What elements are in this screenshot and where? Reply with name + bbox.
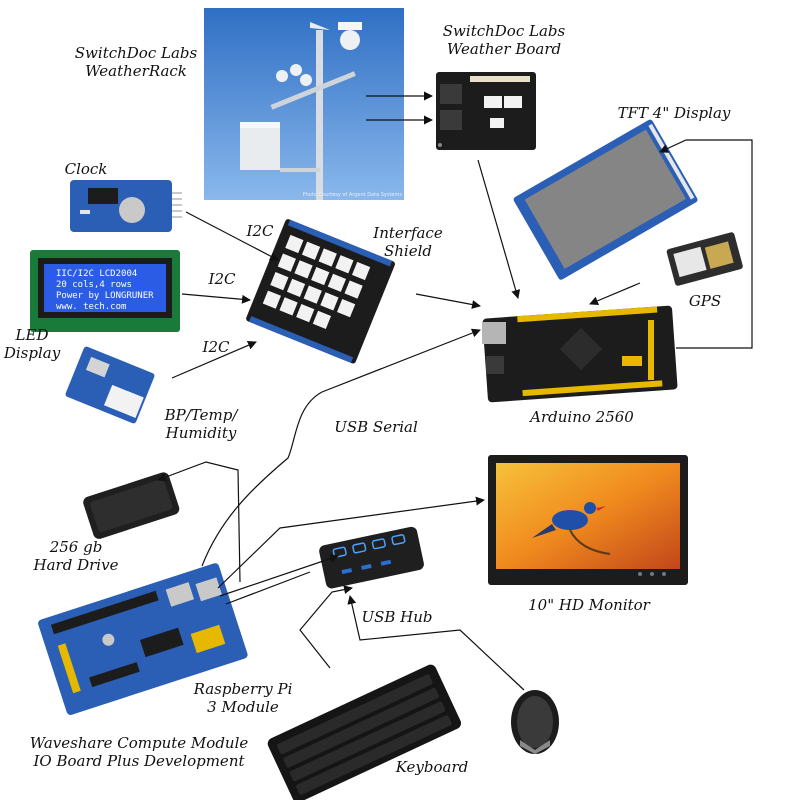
wire-pi-harddrive xyxy=(157,461,241,583)
label-arduino: Arduino 2560 xyxy=(530,408,634,426)
gps-image xyxy=(666,232,743,286)
label-i2c-bp: I2C xyxy=(202,338,230,356)
monitor-image xyxy=(488,455,688,585)
label-hard-drive-line-2: Hard Drive xyxy=(33,556,119,574)
connections xyxy=(157,91,753,691)
wire-arduino-tft xyxy=(659,139,753,349)
arduino-image xyxy=(482,305,678,403)
clock-image xyxy=(70,180,182,232)
label-tft-display: TFT 4" Display xyxy=(617,104,731,122)
lcd-line-3: Power by LONGRUNER xyxy=(56,291,154,301)
wire-keyboard-hub xyxy=(299,585,353,669)
label-weatherrack: SwitchDoc Labs WeatherRack xyxy=(48,44,224,80)
label-weather-board-line-2: Weather Board xyxy=(446,40,562,58)
label-led-display: LED Display xyxy=(0,326,64,362)
weatherrack-photo: Photo Courtesy of Argent Data Systems xyxy=(204,8,404,200)
label-weatherrack-line-2: WeatherRack xyxy=(85,62,187,80)
lcd-line-1: IIC/I2C LCD2004 xyxy=(56,269,137,279)
label-bp-line-1: BP/Temp/ xyxy=(164,406,238,424)
wire-pi-hub xyxy=(219,554,339,597)
label-gps: GPS xyxy=(688,292,722,310)
photo-caption: Photo Courtesy of Argent Data Systems xyxy=(303,192,403,198)
label-monitor: 10" HD Monitor xyxy=(528,596,650,614)
label-weather-board: SwitchDoc Labs Weather Board xyxy=(414,22,594,58)
label-i2c-led: I2C xyxy=(208,270,236,288)
label-weather-board-line-1: SwitchDoc Labs xyxy=(442,22,566,40)
label-waveshare: Waveshare Compute Module IO Board Plus D… xyxy=(6,734,272,770)
label-bp-line-2: Humidity xyxy=(165,424,237,442)
wire-shield-arduino xyxy=(415,293,481,309)
wire-pi-monitor xyxy=(217,496,485,589)
label-interface-shield: Interface Shield xyxy=(360,224,456,260)
weather-board-image xyxy=(436,72,536,150)
hard-drive-image xyxy=(83,472,180,539)
label-interface-shield-line-2: Shield xyxy=(383,242,432,260)
wire-pi-hub-2 xyxy=(225,571,311,605)
label-interface-shield-line-1: Interface xyxy=(373,224,443,242)
mouse-image xyxy=(511,690,559,754)
label-clock: Clock xyxy=(64,160,108,178)
label-waveshare-line-2: IO Board Plus Development xyxy=(33,752,245,770)
interface-shield-image xyxy=(246,219,395,364)
wire-board-arduino xyxy=(477,159,521,299)
label-hard-drive: 256 gb Hard Drive xyxy=(20,538,132,574)
label-raspberry-pi-line-2: 3 Module xyxy=(207,698,279,716)
label-led-display-line-2: Display xyxy=(3,344,61,362)
keyboard-image xyxy=(267,664,462,800)
label-weatherrack-line-1: SwitchDoc Labs xyxy=(74,44,198,62)
lcd-line-4: www. tech.com xyxy=(56,302,126,312)
usb-hub-image xyxy=(319,526,424,589)
waveshare-board-image xyxy=(38,563,248,715)
wire-usb-serial xyxy=(201,328,481,567)
label-usb-serial: USB Serial xyxy=(334,418,418,436)
label-hard-drive-line-1: 256 gb xyxy=(49,538,103,556)
label-usb-hub: USB Hub xyxy=(361,608,433,626)
wire-gps-arduino xyxy=(589,282,641,306)
lcd-line-2: 20 cols,4 rows xyxy=(56,280,132,290)
wire-led-shield xyxy=(181,293,251,304)
label-raspberry-pi-line-1: Raspberry Pi xyxy=(193,680,293,698)
led-display-image: IIC/I2C LCD2004 20 cols,4 rows Power by … xyxy=(30,250,180,332)
label-led-display-line-1: LED xyxy=(15,326,49,344)
wire-clock-shield xyxy=(185,211,279,261)
label-waveshare-line-1: Waveshare Compute Module xyxy=(29,734,249,752)
wire-mouse-hub xyxy=(347,595,525,691)
label-keyboard: Keyboard xyxy=(395,758,469,776)
label-i2c-clock: I2C xyxy=(246,222,274,240)
tft-display-image xyxy=(513,119,698,280)
bp-temp-humidity-image xyxy=(65,346,155,424)
label-raspberry-pi: Raspberry Pi 3 Module xyxy=(168,680,318,716)
wire-bp-shield xyxy=(171,341,257,379)
label-bp-temp-humidity: BP/Temp/ Humidity xyxy=(146,406,256,442)
